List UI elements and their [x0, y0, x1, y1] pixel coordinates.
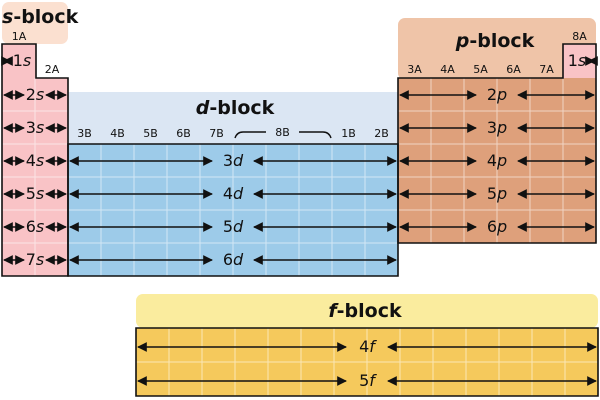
orbital-label-1s: 1s: [12, 51, 32, 70]
block-outlines: [1, 43, 599, 397]
group-label-8a: 8A: [572, 30, 587, 43]
group-label-6a: 6A: [506, 63, 521, 76]
group-label-2a: 2A: [44, 63, 60, 76]
group-label-8b: 8B: [266, 127, 299, 139]
f-block-header: [136, 294, 598, 328]
group-label-4a: 4A: [440, 63, 455, 76]
group-label-3a: 3A: [407, 63, 422, 76]
orbital-label-4p: 4p: [486, 151, 508, 170]
orbital-label-3d: 3d: [222, 151, 244, 170]
group-label-6b: 6B: [176, 127, 191, 140]
d-block-header: [68, 92, 398, 144]
group-label-7b: 7B: [209, 127, 224, 140]
group-label-3b: 3B: [77, 127, 92, 140]
orbital-arrows: [1, 56, 598, 386]
orbital-label-he-1s: 1s: [567, 51, 587, 70]
orbital-label-2s: 2s: [25, 85, 45, 104]
orbital-label-5p: 5p: [486, 184, 508, 203]
d-block-outline: [67, 143, 399, 277]
group-label-7a: 7A: [539, 63, 554, 76]
f-block-outline: [135, 327, 599, 397]
d-block-title: d-block: [195, 97, 275, 119]
group-label-5b: 5B: [143, 127, 158, 140]
orbital-label-2p: 2p: [486, 85, 508, 104]
group-label-5a: 5A: [473, 63, 488, 76]
orbital-label-6d: 6d: [222, 250, 244, 269]
orbital-label-5f: 5f: [359, 371, 375, 390]
group-label-1a: 1A: [11, 30, 27, 43]
f-block-title: f-block: [328, 300, 402, 322]
orbital-label-7s: 7s: [25, 250, 45, 269]
p-block-outline: [397, 43, 597, 244]
grid-lines: [2, 78, 598, 396]
orbital-label-6p: 6p: [486, 217, 508, 236]
group-label-1b: 1B: [341, 127, 356, 140]
orbital-label-4s: 4s: [25, 151, 45, 170]
s-block-outline: [1, 43, 69, 277]
orbital-label-5s: 5s: [25, 184, 45, 203]
s-block-title: s-block: [2, 6, 79, 28]
p-block-title: p-block: [455, 30, 535, 52]
orbital-label-3s: 3s: [25, 118, 45, 137]
orbital-label-6s: 6s: [25, 217, 45, 236]
group-label-2b: 2B: [374, 127, 389, 140]
group-label-4b: 4B: [110, 127, 125, 140]
orbital-label-4d: 4d: [222, 184, 244, 203]
orbital-label-3p: 3p: [486, 118, 508, 137]
orbital-label-4f: 4f: [359, 337, 375, 356]
orbital-label-5d: 5d: [222, 217, 244, 236]
s-block-header: [2, 2, 68, 44]
